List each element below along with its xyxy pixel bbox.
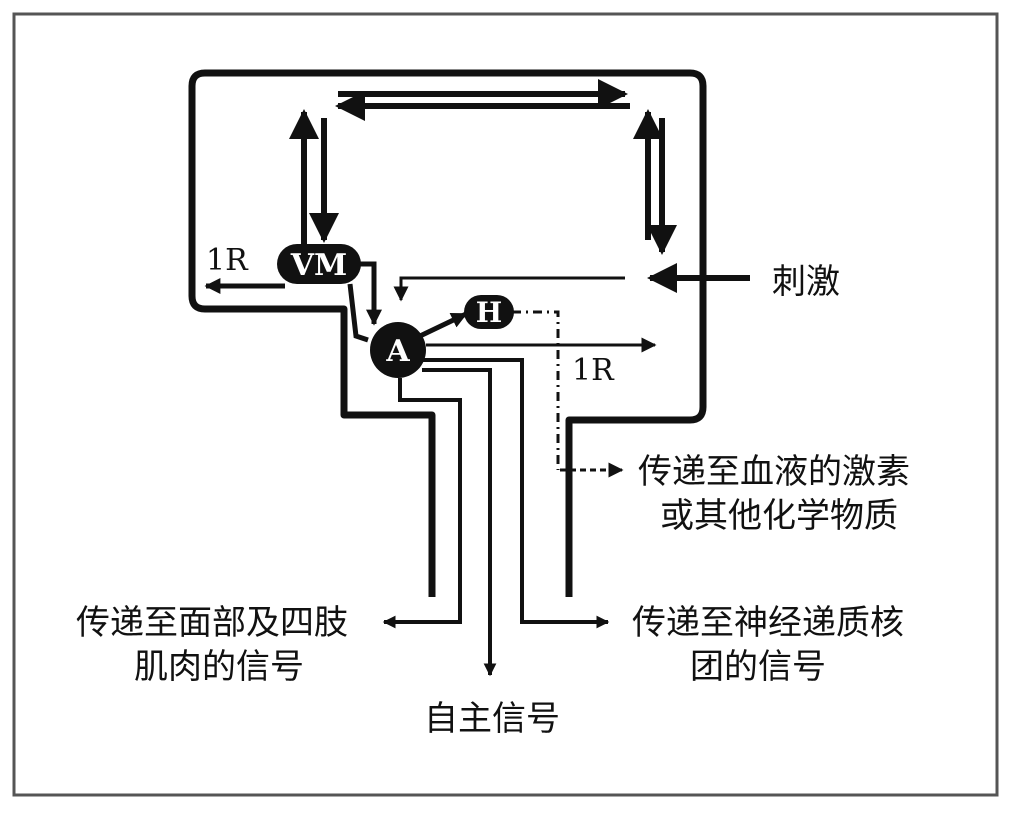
h-node: H — [464, 295, 514, 329]
vm-node: VM — [277, 244, 361, 284]
ir-left-label: 1R — [206, 243, 249, 278]
vm-node-label: VM — [290, 248, 347, 283]
stimulus-to-a-line — [393, 276, 625, 302]
outer-frame — [12, 12, 999, 797]
neuro-label-line1: 传递至神经递质核 — [632, 603, 904, 643]
face-label-line2: 肌肉的信号 — [134, 647, 304, 687]
neuro-output-path — [422, 358, 610, 629]
stimulus-label: 刺激 — [772, 262, 840, 302]
ir-right-label: 1R — [572, 353, 615, 388]
autonomic-label: 自主信号 — [424, 699, 560, 739]
h-to-hormone-dashed — [512, 310, 560, 470]
autonomic-output-path — [422, 368, 497, 677]
h-node-label: H — [476, 296, 502, 329]
face-output-path — [382, 378, 462, 629]
hormone-label-line2: 或其他化学物质 — [660, 496, 898, 536]
a-node-label: A — [385, 334, 410, 369]
vm-to-a-path — [347, 283, 369, 343]
brain-outline — [188, 69, 707, 597]
hormone-label-line1: 传递至血液的激素 — [638, 452, 910, 492]
a-node: A — [370, 322, 426, 378]
vm-to-a-arrow — [360, 261, 383, 326]
a-to-h-arrow — [418, 311, 468, 339]
neuro-label-line2: 团的信号 — [690, 647, 826, 687]
face-label-line1: 传递至面部及四肢 — [76, 603, 348, 643]
